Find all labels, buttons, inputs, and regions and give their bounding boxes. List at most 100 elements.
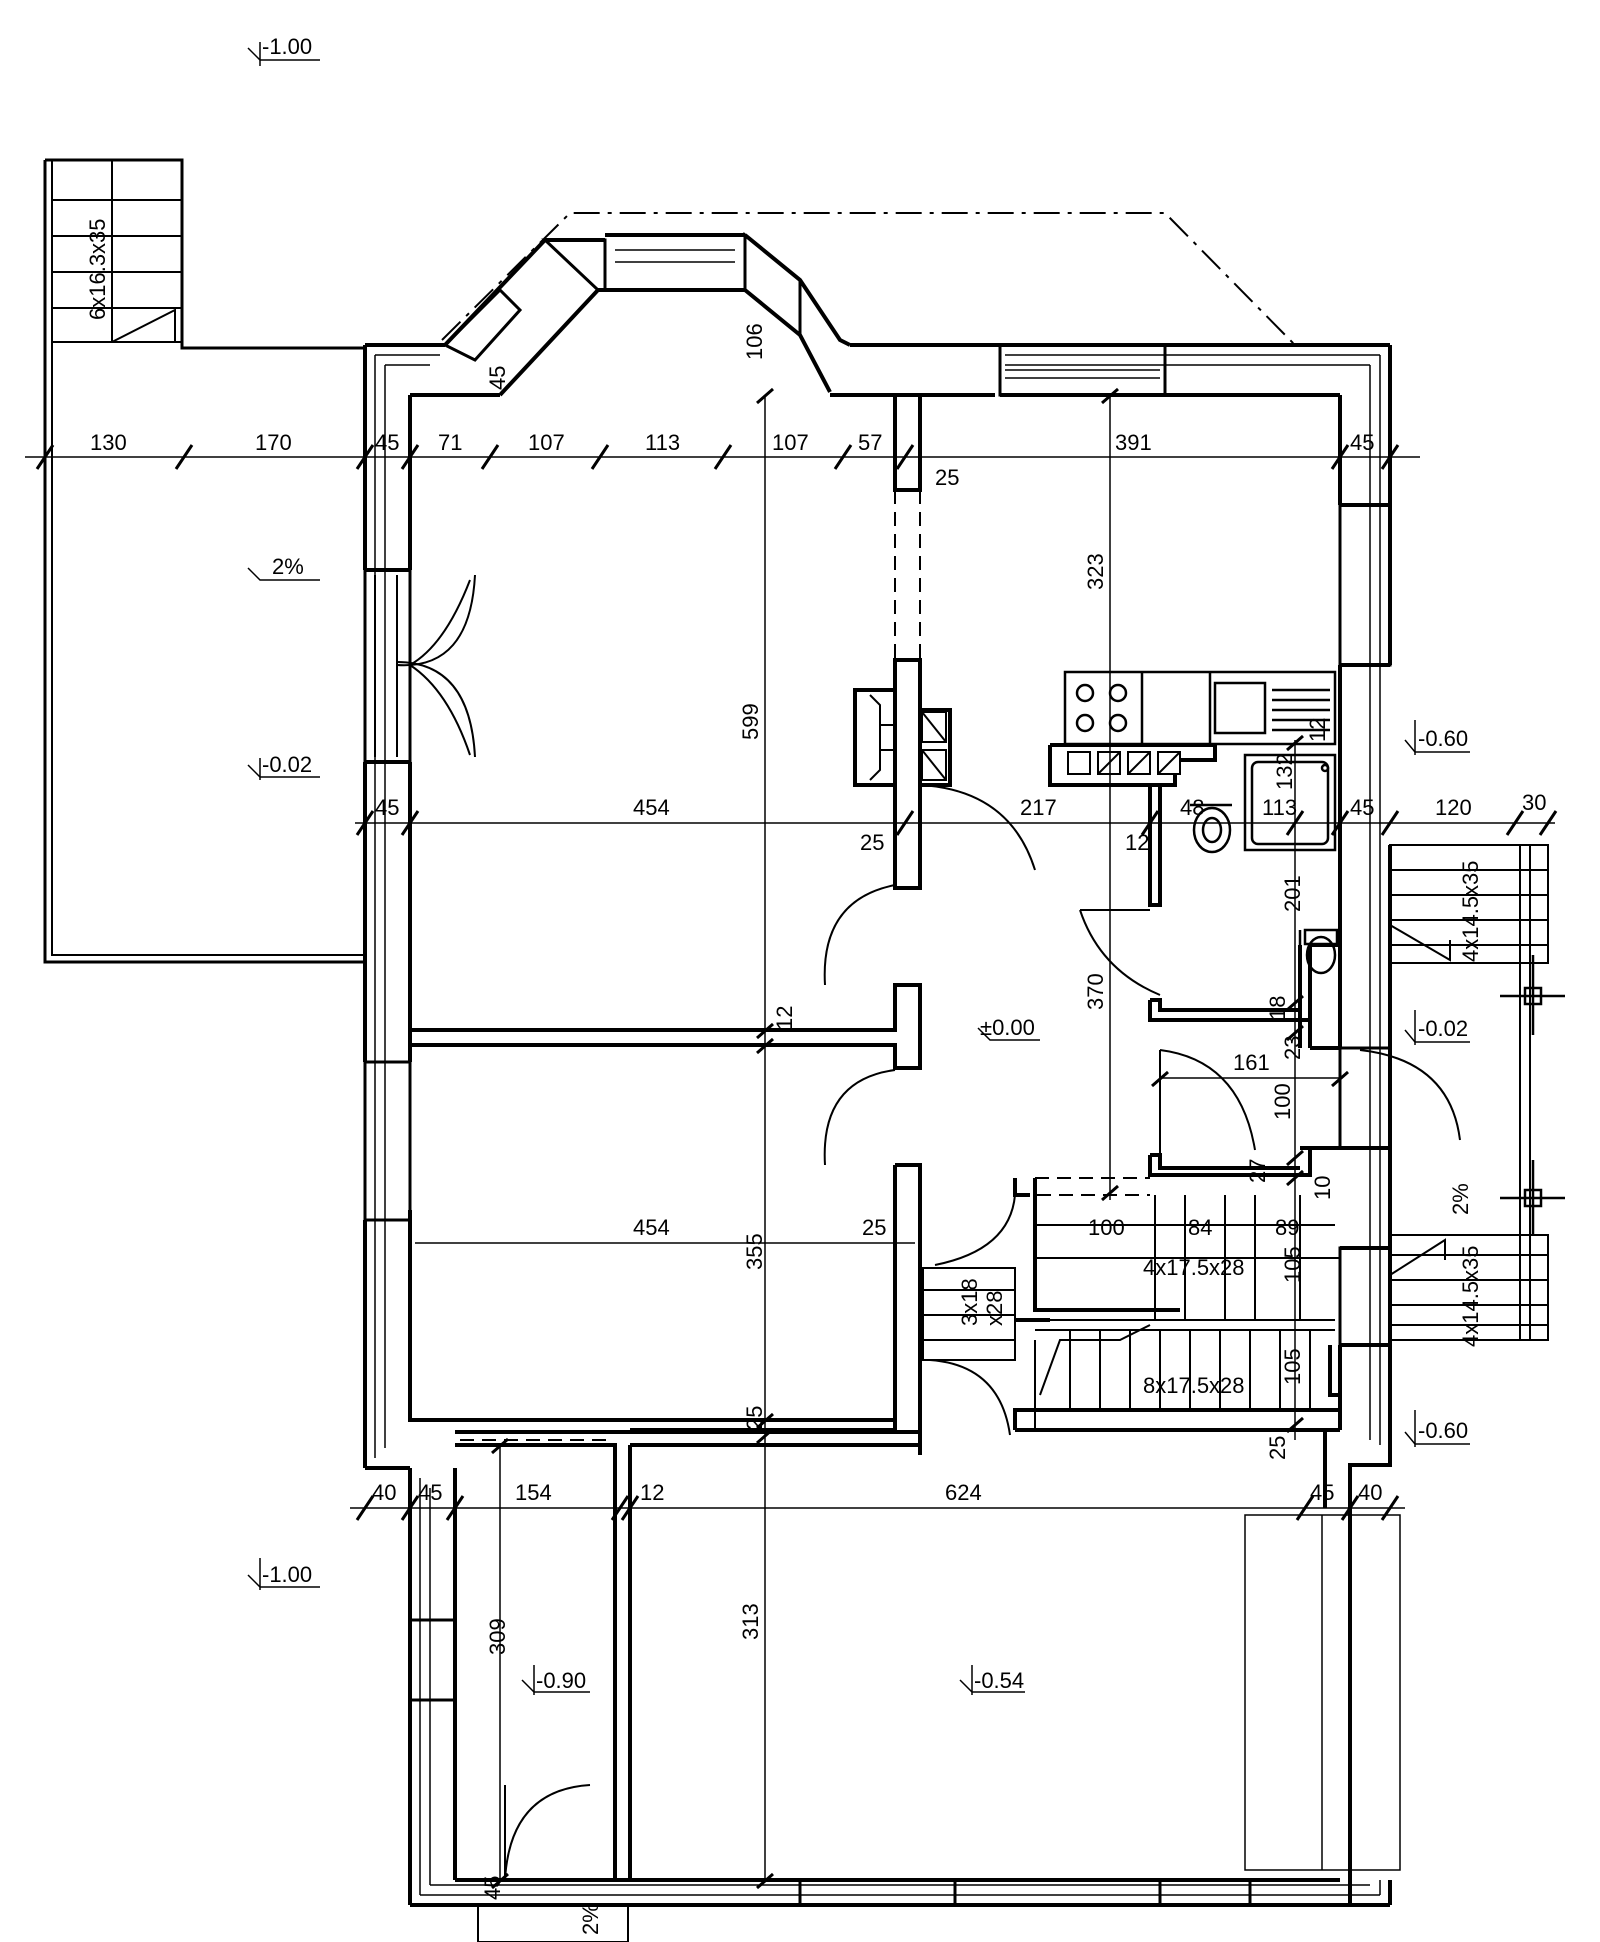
terrace (43, 158, 365, 964)
dim-599: 599 (738, 703, 763, 740)
dim-mid-113: 113 (1262, 795, 1297, 820)
level-kitchen-out: -0.60 (1418, 726, 1468, 751)
dim-25-top: 25 (935, 465, 959, 490)
dim-mid-217: 217 (1020, 795, 1057, 820)
windows (363, 343, 1392, 1907)
dim-10: 10 (1310, 1176, 1335, 1200)
level-boiler: -0.90 (536, 1668, 586, 1693)
dim-201: 201 (1280, 875, 1305, 912)
dim-105b: 105 (1280, 1348, 1305, 1385)
dim-100-v: 100 (1270, 1083, 1295, 1120)
dim-bot-624: 624 (945, 1480, 982, 1505)
stair-labels: 6x16.3x35 4x14.5x35 4x14.5x35 3x18 x28 4… (85, 218, 1483, 1398)
dimension-labels: 130 170 45 71 107 113 107 57 391 45 45 2… (90, 323, 1546, 1900)
dim-top-45: 45 (375, 430, 399, 455)
dim-27: 27 (1245, 1159, 1270, 1183)
dim-low-100: 100 (1088, 1215, 1125, 1240)
dim-mid-454: 454 (633, 795, 670, 820)
dim-323: 323 (1083, 553, 1108, 590)
level-garage: -0.54 (974, 1668, 1024, 1693)
dim-370: 370 (1083, 973, 1108, 1010)
dim-mid-120: 120 (1435, 795, 1472, 820)
dim-top-130: 130 (90, 430, 127, 455)
level-entry-slope: 2% (1448, 1183, 1473, 1215)
level-markers (247, 42, 1470, 1695)
dim-355: 355 (742, 1233, 767, 1270)
internal-stairs (922, 1195, 1340, 1430)
bathroom-fixtures (1190, 753, 1339, 990)
front-step (477, 1904, 629, 1942)
stair-terrace-label: 6x16.3x35 (85, 218, 110, 320)
chimney-flues (869, 694, 947, 781)
dimension-lines (25, 395, 1555, 1880)
dim-12-mid: 12 (1125, 830, 1149, 855)
stair-inner-small-tread: x28 (982, 1291, 1007, 1326)
level-door-slope: 2% (578, 1903, 603, 1935)
level-left-low: -1.00 (262, 1562, 312, 1587)
dim-bot-40: 40 (372, 1480, 396, 1505)
dim-top-113: 113 (645, 430, 680, 455)
dim-mid-30: 30 (1522, 790, 1546, 815)
dim-25-stair: 25 (1265, 1436, 1290, 1460)
dim-12-kitchen: 12 (1305, 718, 1330, 742)
interior-walls (408, 395, 1340, 1880)
dim-bot-154: 154 (515, 1480, 552, 1505)
dim-low-84: 84 (1188, 1215, 1212, 1240)
garage-door-outline (1244, 1514, 1401, 1871)
dim-top-107a: 107 (528, 430, 565, 455)
dim-top-71: 71 (438, 430, 462, 455)
dim-top-170: 170 (255, 430, 292, 455)
stair-entrance-lower-label: 4x14.5x35 (1458, 1245, 1483, 1347)
stair-entrance-upper-label: 4x14.5x35 (1458, 860, 1483, 962)
cooktop (1075, 683, 1128, 733)
dim-12-rooms: 12 (772, 1006, 797, 1030)
dim-top-57: 57 (858, 430, 882, 455)
bay-window-frames (442, 231, 802, 362)
level-entry-out: -0.02 (1418, 1016, 1468, 1041)
dim-105a: 105 (1280, 1246, 1305, 1283)
dim-45-bay: 45 (485, 366, 510, 390)
ventilation-grilles (1067, 751, 1181, 775)
dim-mid-45r: 45 (1350, 795, 1374, 820)
dim-bot-12: 12 (640, 1480, 664, 1505)
dim-132: 132 (1272, 753, 1297, 790)
level-hall: ±0.00 (980, 1015, 1035, 1040)
dim-mid-45: 45 (375, 795, 399, 820)
dim-45-bot: 45 (480, 1876, 505, 1900)
dim-bot-45: 45 (418, 1480, 442, 1505)
level-labels: -1.00 2% -0.02 ±0.00 -0.60 -0.02 2% -0.6… (262, 34, 1473, 1935)
dim-106: 106 (742, 323, 767, 360)
dim-low-25: 25 (862, 1215, 886, 1240)
dim-25-mid: 25 (860, 830, 884, 855)
kitchen-counter (1063, 670, 1337, 746)
roof-outline (441, 212, 1296, 346)
stair-upper-flight-label: 4x17.5x28 (1143, 1255, 1245, 1280)
terrace-stairs (52, 160, 182, 343)
level-top: -1.00 (262, 34, 312, 59)
dim-25-low: 25 (742, 1406, 767, 1430)
dim-bot-45r: 45 (1310, 1480, 1334, 1505)
dimension-ticks (35, 387, 1558, 1890)
outer-wall-inner-lines (374, 249, 1381, 1896)
level-terrace-slope: 2% (272, 554, 304, 579)
dim-309: 309 (485, 1618, 510, 1655)
entrance-stairs (1389, 844, 1549, 1341)
railing-posts (1500, 955, 1565, 1235)
dim-low-89: 89 (1275, 1215, 1299, 1240)
dim-top-45r: 45 (1350, 430, 1374, 455)
doors (374, 574, 1461, 1881)
dim-18: 18 (1265, 996, 1290, 1020)
dim-161: 161 (1233, 1050, 1270, 1075)
stair-lower-flight-label: 8x17.5x28 (1143, 1373, 1245, 1398)
stair-inner-small-label: 3x18 (957, 1278, 982, 1326)
dashed-beam (460, 490, 1150, 1441)
dim-bot-40r: 40 (1358, 1480, 1382, 1505)
dim-low-454: 454 (633, 1215, 670, 1240)
dim-mid-48: 48 (1180, 795, 1204, 820)
dim-top-107b: 107 (772, 430, 809, 455)
level-stair-out: -0.60 (1418, 1418, 1468, 1443)
dim-top-391: 391 (1115, 430, 1152, 455)
level-terrace: -0.02 (262, 752, 312, 777)
dim-313: 313 (738, 1603, 763, 1640)
